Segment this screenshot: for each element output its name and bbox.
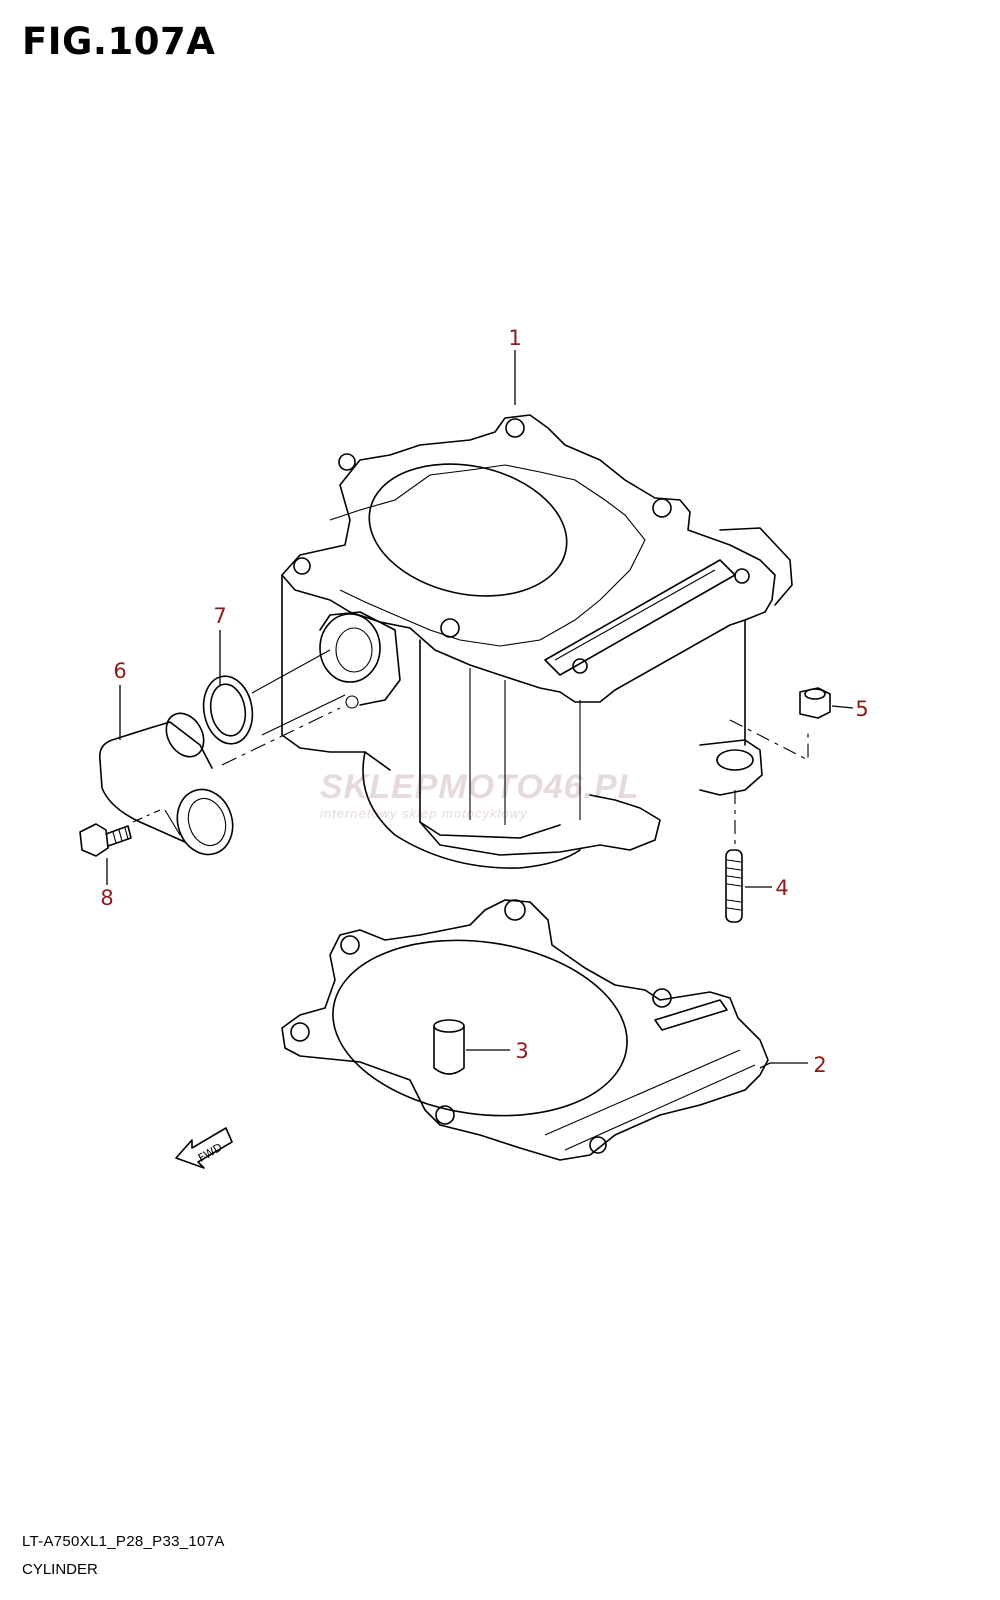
callout-8: 8 [100,886,113,910]
watermark-sub: internetowy sklep motocyklowy [320,806,528,821]
callout-labels: 1 2 3 4 5 6 7 8 [100,326,868,1077]
callout-2: 2 [813,1053,826,1077]
nut-part-5[interactable] [799,687,831,719]
callout-5: 5 [855,697,868,721]
callout-1: 1 [508,326,521,350]
watermark-main: SKLEPMOTO46.PL [320,768,639,806]
dowel-pin-part-3[interactable] [433,1019,465,1075]
inlet-pipe-part-6[interactable] [98,707,241,862]
figure-title: FIG.107A [22,20,216,63]
watermark: SKLEPMOTO46.PL internetowy sklep motocyk… [320,768,639,821]
gasket-part-2[interactable] [281,899,769,1161]
stud-bolt-part-4[interactable] [725,849,743,923]
callout-6: 6 [113,659,126,683]
leader-lines [106,350,854,1069]
fwd-label: FWD [196,1141,225,1165]
model-code: LT-A750XL1_P28_P33_107A [22,1533,225,1550]
section-name: CYLINDER [22,1561,98,1578]
fwd-arrow-icon: FWD [175,1127,233,1169]
callout-4: 4 [775,876,788,900]
callout-3: 3 [515,1039,528,1063]
o-ring-part-7[interactable] [198,672,257,747]
cylinder-part-1[interactable] [281,414,793,869]
callout-7: 7 [213,604,226,628]
bolt-part-8[interactable] [79,823,132,857]
